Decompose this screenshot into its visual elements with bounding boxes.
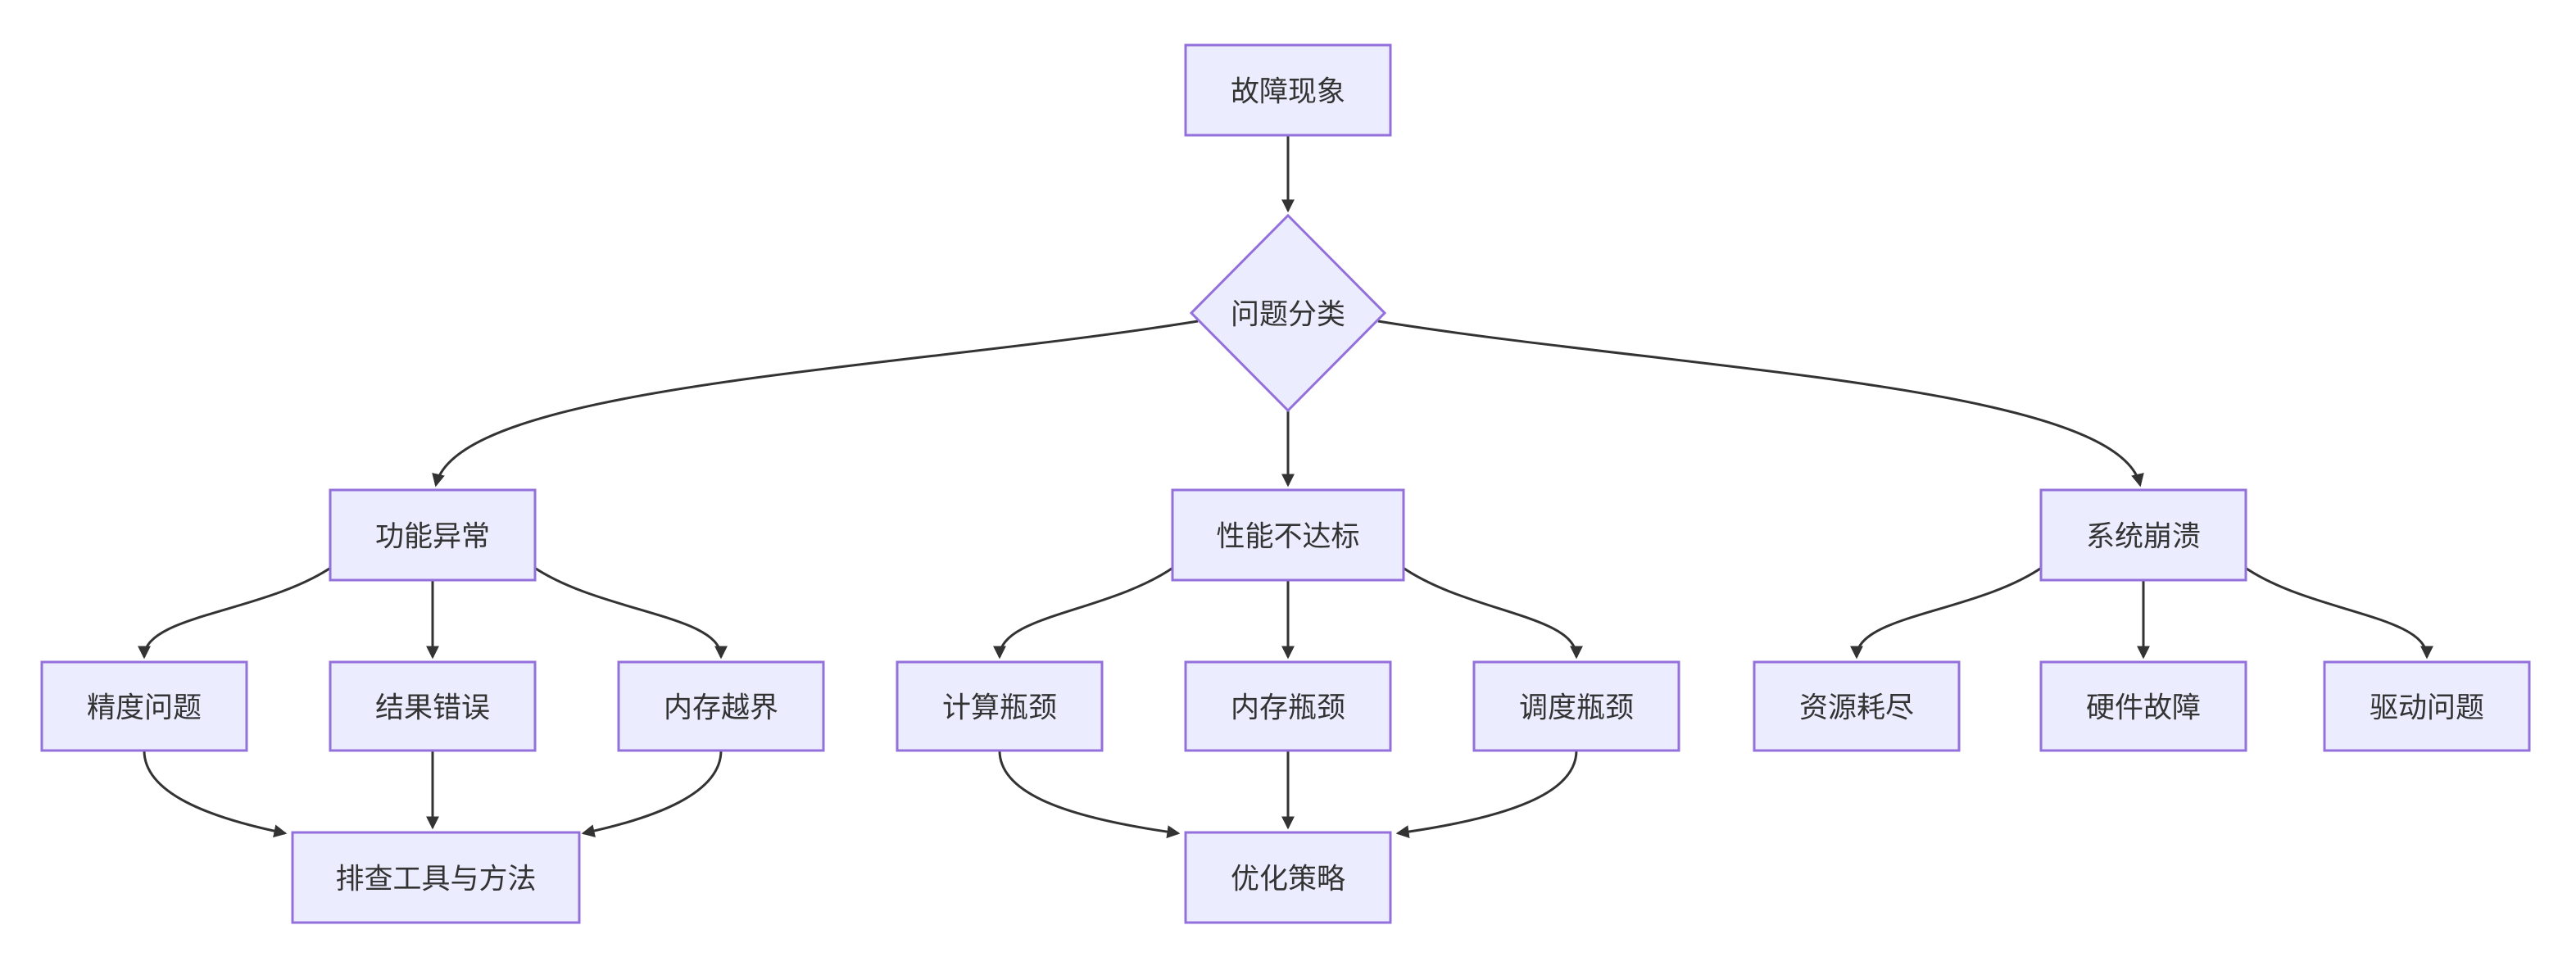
- resource-exhausted-node-box: [1753, 660, 1961, 752]
- node-hardware-fault: 硬件故障: [2039, 660, 2247, 752]
- fault-node-label: 故障现象: [1231, 76, 1345, 108]
- node-memory-bottleneck: 内存瓶颈: [1184, 660, 1392, 752]
- hardware-fault-node-label: 硬件故障: [2086, 692, 2201, 724]
- precision-node-box: [40, 660, 248, 752]
- func-node-box: [329, 488, 537, 582]
- node-memory-oob: 内存越界: [617, 660, 825, 752]
- crash-node-box: [2039, 488, 2247, 582]
- wrong-result-node-box: [329, 660, 537, 752]
- crash-node-label: 系统崩溃: [2086, 521, 2201, 553]
- edge-sched-bottleneck-optimize-strategy: [1395, 750, 1578, 839]
- memory-bottleneck-node-box: [1184, 660, 1392, 752]
- wrong-result-node-label: 结果错误: [375, 692, 490, 724]
- memory-oob-node-box: [617, 660, 825, 752]
- node-compute-bottleneck: 计算瓶颈: [896, 660, 1104, 752]
- fault-node-box: [1184, 43, 1392, 137]
- node-classify: 问题分类: [1189, 213, 1387, 413]
- optimize-strategy-node-label: 优化策略: [1231, 864, 1345, 896]
- edge-crash-resource-exhausted: [1850, 565, 2043, 660]
- optimize-strategy-node-box: [1184, 831, 1392, 924]
- edge-memory-oob-troubleshoot-tools: [581, 750, 723, 837]
- edge-perf-sched-bottleneck: [1401, 565, 1583, 660]
- node-precision: 精度问题: [40, 660, 248, 752]
- node-wrong-result: 结果错误: [329, 660, 537, 752]
- edge-perf-compute-bottleneck: [993, 565, 1175, 660]
- hardware-fault-node-box: [2039, 660, 2247, 752]
- edge-precision-troubleshoot-tools: [143, 750, 288, 838]
- edges-layer: [138, 135, 2433, 839]
- memory-oob-node-label: 内存越界: [664, 692, 778, 724]
- perf-node-label: 性能不达标: [1216, 521, 1359, 553]
- sched-bottleneck-node-box: [1472, 660, 1680, 752]
- edge-func-precision: [138, 565, 333, 660]
- sched-bottleneck-node-label: 调度瓶颈: [1519, 692, 1634, 724]
- troubleshoot-tools-node-label: 排查工具与方法: [335, 864, 536, 896]
- edge-classify-crash: [1377, 320, 2144, 488]
- node-optimize-strategy: 优化策略: [1184, 831, 1392, 924]
- classify-node-label: 问题分类: [1231, 299, 1345, 331]
- func-node-label: 功能异常: [375, 521, 490, 553]
- classify-diamond-box: [1189, 213, 1387, 413]
- compute-bottleneck-node-box: [896, 660, 1104, 752]
- resource-exhausted-node-label: 资源耗尽: [1799, 692, 1914, 724]
- driver-issue-node-box: [2323, 660, 2531, 752]
- edge-crash-driver-issue: [2243, 565, 2433, 660]
- compute-bottleneck-node-label: 计算瓶颈: [942, 692, 1057, 724]
- node-troubleshoot-tools: 排查工具与方法: [291, 831, 581, 924]
- troubleshoot-tools-node-box: [291, 831, 581, 924]
- memory-bottleneck-node-label: 内存瓶颈: [1231, 692, 1345, 724]
- node-sched-bottleneck: 调度瓶颈: [1472, 660, 1680, 752]
- nodes-layer: 故障现象 问题分类 功能异常 性能不达标 系统崩溃 精度问题 结果错误: [40, 43, 2531, 924]
- node-resource-exhausted: 资源耗尽: [1753, 660, 1961, 752]
- edge-classify-func: [432, 320, 1199, 488]
- node-crash: 系统崩溃: [2039, 488, 2247, 582]
- edge-compute-bottleneck-optimize-strategy: [998, 750, 1181, 839]
- precision-node-label: 精度问题: [87, 692, 202, 724]
- edge-func-memory-oob: [533, 565, 728, 660]
- node-fault: 故障现象: [1184, 43, 1392, 137]
- perf-node-box: [1171, 488, 1405, 582]
- node-driver-issue: 驱动问题: [2323, 660, 2531, 752]
- driver-issue-node-label: 驱动问题: [2370, 692, 2484, 724]
- node-perf: 性能不达标: [1171, 488, 1405, 582]
- node-func: 功能异常: [329, 488, 537, 582]
